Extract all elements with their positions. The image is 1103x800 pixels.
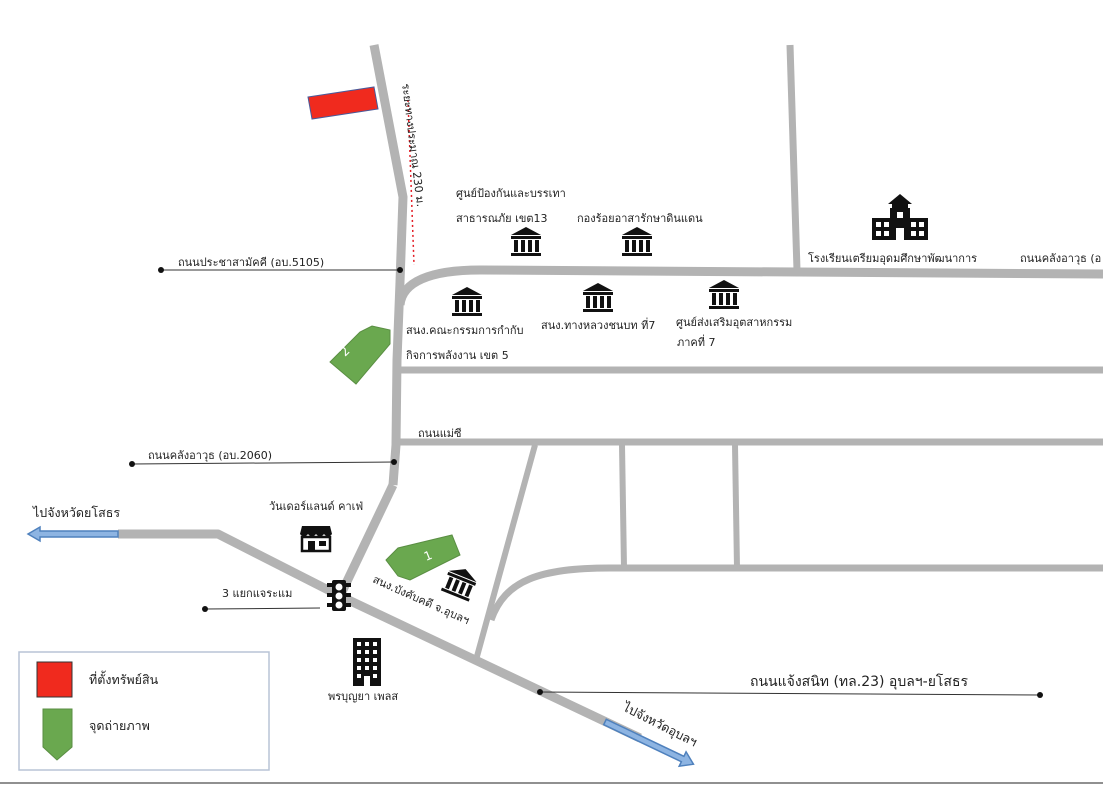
road-soi-2	[732, 444, 740, 569]
government-building-icon	[583, 283, 613, 312]
label-disaster-center-2: สาธารณภัย เขต13	[456, 212, 548, 225]
leader-khlangakhawut-2060	[129, 459, 397, 467]
road-khlangakhawut-top	[395, 265, 1103, 306]
label-erc-1: สนง.คณะกรรมการกำกับ	[406, 324, 524, 337]
legend-photo-label: จุดถ่ายภาพ	[89, 718, 150, 734]
photo-point-1: 1	[385, 534, 461, 581]
label-khlangakhawut-right: ถนนคลังอาวุธ (อ	[1020, 252, 1101, 265]
label-building: พรบุญยา เพลส	[328, 690, 398, 703]
government-building-icon	[622, 227, 652, 256]
office-building-icon	[353, 638, 381, 686]
government-building-icon	[440, 563, 480, 602]
government-building-icon	[452, 287, 482, 316]
label-industry-2: ภาคที่ 7	[677, 334, 716, 349]
legend	[18, 651, 270, 771]
label-rural-roads: สนง.ทางหลวงชนบท ที่7	[541, 317, 655, 332]
road-junction-link	[335, 483, 398, 598]
label-prachasamakkhi: ถนนประชาสามัคคี (อบ.5105)	[178, 256, 324, 269]
label-forest-company: กองร้อยอาสารักษาดินแดน	[577, 212, 703, 225]
label-junction: 3 แยกแจระแม	[222, 587, 292, 600]
label-erc-2: กิจการพลังงาน เขต 5	[406, 349, 509, 362]
road-school-vertical	[786, 44, 801, 271]
label-school: โรงเรียนเตรียมอุดมศึกษาพัฒนาการ	[808, 251, 977, 265]
road-slanted	[473, 444, 538, 661]
traffic-light-icon	[327, 580, 351, 611]
road-soi-1	[619, 444, 627, 569]
label-disaster-center-1: ศูนย์ป้องกันและบรรเทา	[456, 187, 566, 200]
label-to-yasothon: ไปจังหวัดยโสธร	[32, 505, 120, 520]
store-icon	[300, 526, 332, 553]
road-loop	[487, 564, 1103, 622]
school-icon	[872, 194, 928, 240]
legend-property-swatch	[36, 661, 73, 698]
legend-photo-swatch	[42, 708, 73, 761]
road-prachasamakkhi	[369, 44, 408, 486]
government-building-icon	[709, 280, 739, 309]
leader-chaengsanit	[537, 689, 1043, 698]
label-to-ubon: ไปจังหวัดอุบลฯ	[619, 699, 699, 751]
arrow-to-yasothon	[26, 525, 119, 543]
label-mae-si: ถนนแม่ซี	[418, 427, 462, 440]
legend-property-label: ที่ตั้งทรัพย์สิน	[89, 670, 159, 687]
label-khlangakhawut-2060: ถนนคลังอาวุธ (อบ.2060)	[148, 449, 272, 462]
photo-point-2: 2	[329, 325, 391, 385]
label-cafe: วันเดอร์แลนด์ คาเฟ่	[269, 500, 363, 513]
leader-prachasamakkhi	[158, 267, 403, 273]
label-industry-1: ศูนย์ส่งเสริมอุตสาหกรรม	[676, 316, 792, 329]
road-chaengsanit	[118, 529, 642, 743]
leader-junction	[202, 606, 321, 612]
arrow-to-ubon	[602, 718, 695, 768]
government-building-icon	[511, 227, 541, 256]
road-network	[118, 44, 1103, 743]
property-marker	[307, 86, 379, 120]
label-chaengsanit: ถนนแจ้งสนิท (ทล.23) อุบลฯ-ยโสธร	[750, 673, 969, 690]
